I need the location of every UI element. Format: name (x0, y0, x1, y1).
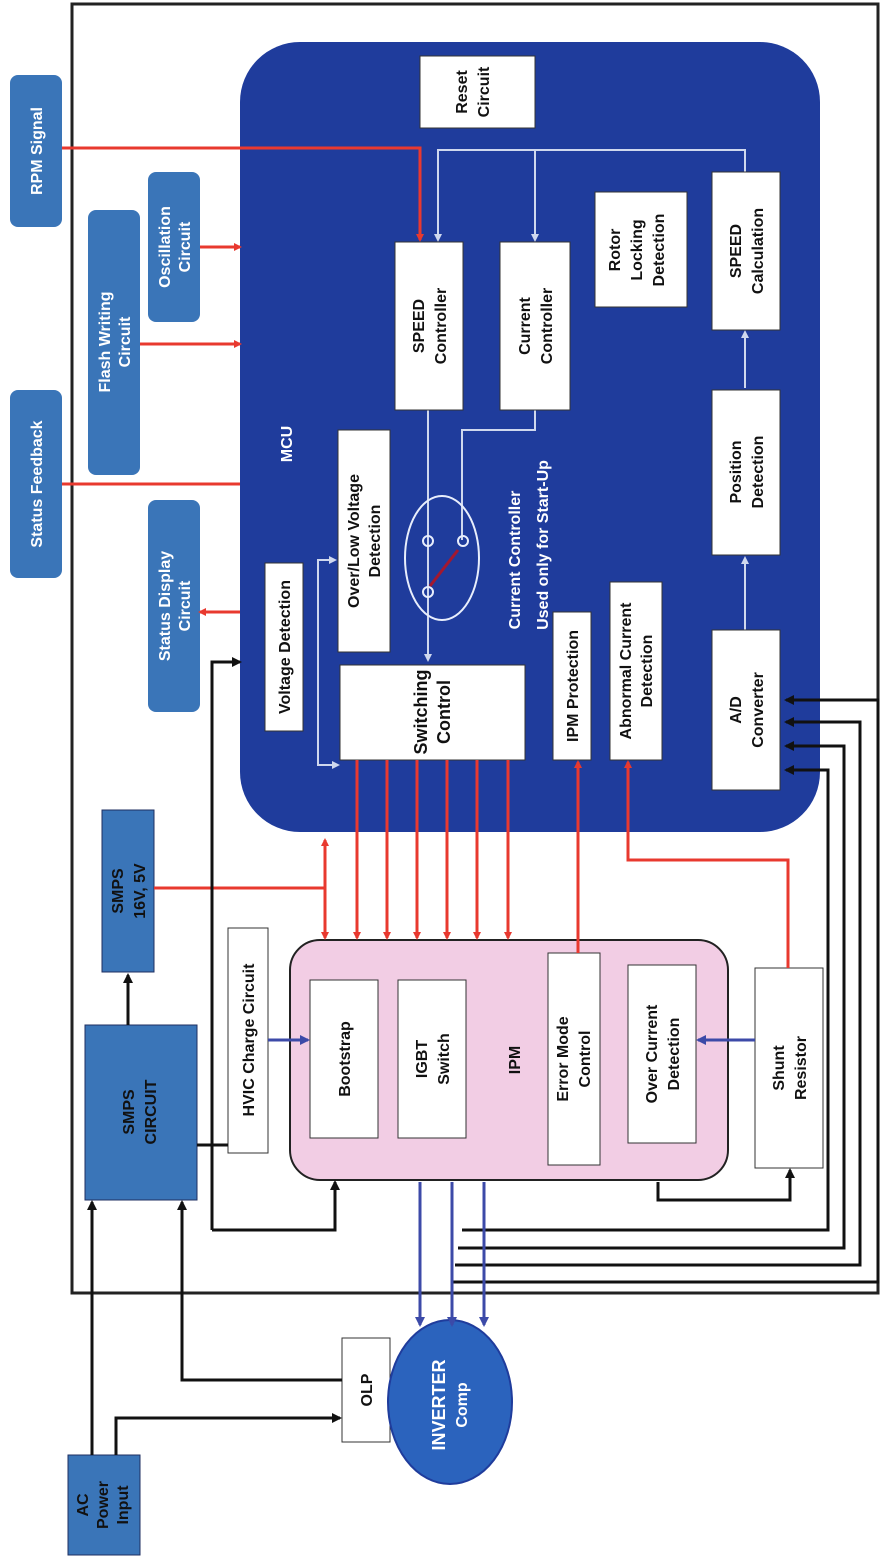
blue-arrows (268, 1035, 755, 1327)
svg-text:Circuit: Circuit (177, 221, 194, 272)
svg-text:SMPS: SMPS (110, 868, 127, 914)
svg-text:SPEED: SPEED (728, 224, 745, 278)
svg-text:Switching: Switching (411, 670, 431, 755)
red-signal-lines (62, 146, 790, 968)
svg-text:Controller: Controller (433, 288, 450, 364)
startup-note-line1: Current Controller (507, 491, 524, 630)
status-display-circuit-block: Status Display Circuit (148, 500, 200, 712)
svg-text:Power: Power (95, 1481, 112, 1529)
olp-box: OLP (341, 1337, 391, 1443)
svg-text:Current: Current (517, 296, 534, 354)
position-detection-box: Position Detection (711, 389, 781, 556)
oscillation-circuit-block: Oscillation Circuit (148, 172, 200, 322)
svg-text:Detection: Detection (639, 635, 656, 708)
shunt-resistor-box: Shunt Resistor (754, 967, 824, 1169)
svg-text:Input: Input (115, 1485, 132, 1525)
svg-text:Position: Position (728, 440, 745, 503)
svg-text:SPEED: SPEED (411, 299, 428, 353)
svg-text:Status Display: Status Display (157, 551, 174, 661)
abnormal-current-detection-box: Abnormal Current Detection (609, 581, 663, 761)
svg-text:Converter: Converter (750, 672, 767, 748)
svg-text:Control: Control (434, 680, 454, 744)
smps-16v-5v-block: SMPS 16V, 5V (101, 809, 155, 973)
svg-text:Switch: Switch (436, 1033, 453, 1085)
svg-text:Oscillation: Oscillation (157, 206, 174, 288)
flash-writing-circuit-block: Flash Writing Circuit (88, 210, 140, 475)
mcu-label: MCU (279, 426, 296, 462)
svg-text:Status Feedback: Status Feedback (29, 420, 46, 547)
startup-note-line2: Used only for Start-Up (535, 460, 552, 630)
current-controller-box: Current Controller (499, 241, 571, 411)
ad-converter-box: A/D Converter (711, 629, 781, 791)
svg-text:Rotor: Rotor (607, 229, 624, 272)
smps-circuit-block: SMPS CIRCUIT (84, 1024, 198, 1201)
error-mode-control-box: Error Mode Control (547, 952, 601, 1166)
switch-contact (422, 586, 434, 598)
rotor-locking-detection-box: Rotor Locking Detection (594, 191, 688, 308)
svg-text:Control: Control (577, 1031, 594, 1088)
inverter-compressor: INVERTER Comp (387, 1319, 513, 1485)
svg-text:Bootstrap: Bootstrap (337, 1021, 354, 1097)
igbt-switch-box: IGBT Switch (397, 979, 467, 1139)
svg-text:Resistor: Resistor (793, 1036, 810, 1100)
svg-text:Circuit: Circuit (177, 580, 194, 631)
speed-calculation-box: SPEED Calculation (711, 171, 781, 331)
svg-text:Calculation: Calculation (750, 208, 767, 294)
startup-switch-circle (404, 495, 480, 621)
svg-text:HVIC Charge Circuit: HVIC Charge Circuit (241, 963, 258, 1117)
status-feedback-block: Status Feedback (10, 390, 62, 578)
switch-contact (422, 535, 434, 547)
svg-text:Shunt: Shunt (771, 1045, 788, 1091)
svg-text:16V, 5V: 16V, 5V (132, 863, 149, 919)
svg-text:A/D: A/D (728, 696, 745, 724)
hvic-charge-circuit-box: HVIC Charge Circuit (227, 927, 269, 1154)
svg-text:SMPS: SMPS (121, 1089, 138, 1135)
ipm-label: IPM (507, 1046, 524, 1074)
svg-text:OLP: OLP (359, 1373, 376, 1406)
svg-text:Detection: Detection (651, 214, 668, 287)
svg-text:Flash Writing: Flash Writing (97, 291, 114, 392)
over-current-detection-box: Over Current Detection (627, 964, 697, 1144)
svg-text:Over Current: Over Current (644, 1004, 661, 1103)
svg-text:Controller: Controller (539, 288, 556, 364)
system-boundary (70, 2, 880, 1295)
svg-text:Error Mode: Error Mode (555, 1016, 572, 1101)
switch-contact (457, 535, 469, 547)
ac-power-input-block: AC Power Input (67, 1454, 141, 1556)
svg-text:CIRCUIT: CIRCUIT (143, 1079, 160, 1144)
svg-text:IGBT: IGBT (414, 1040, 431, 1078)
svg-text:INVERTER: INVERTER (429, 1359, 449, 1450)
voltage-detection-box: Voltage Detection (264, 562, 304, 732)
svg-text:RPM Signal: RPM Signal (29, 107, 46, 195)
svg-text:Circuit: Circuit (476, 66, 493, 117)
reset-circuit-box: Reset Circuit (419, 55, 536, 129)
svg-text:Over/Low Voltage: Over/Low Voltage (346, 474, 363, 608)
rpm-signal-block: RPM Signal (10, 75, 62, 227)
svg-text:Circuit: Circuit (117, 316, 134, 367)
over-low-voltage-detection-box: Over/Low Voltage Detection (337, 429, 391, 653)
ipm-protection-box: IPM Protection (552, 611, 592, 761)
mcu-internal-lines (317, 149, 749, 769)
switching-control-box: Switching Control (339, 664, 526, 761)
svg-text:Detection: Detection (750, 436, 767, 509)
svg-text:Voltage Detection: Voltage Detection (277, 580, 294, 714)
svg-text:IPM Protection: IPM Protection (565, 630, 582, 742)
svg-text:Comp: Comp (454, 1382, 471, 1428)
black-power-lines (87, 657, 880, 1455)
switch-lever (428, 549, 460, 587)
svg-text:Locking: Locking (629, 219, 646, 280)
svg-text:Reset: Reset (454, 70, 471, 114)
svg-text:AC: AC (75, 1493, 92, 1517)
bootstrap-box: Bootstrap (309, 979, 379, 1139)
svg-text:Detection: Detection (666, 1018, 683, 1091)
svg-text:Detection: Detection (367, 505, 384, 578)
svg-text:Abnormal Current: Abnormal Current (618, 602, 635, 740)
speed-controller-box: SPEED Controller (394, 241, 464, 411)
